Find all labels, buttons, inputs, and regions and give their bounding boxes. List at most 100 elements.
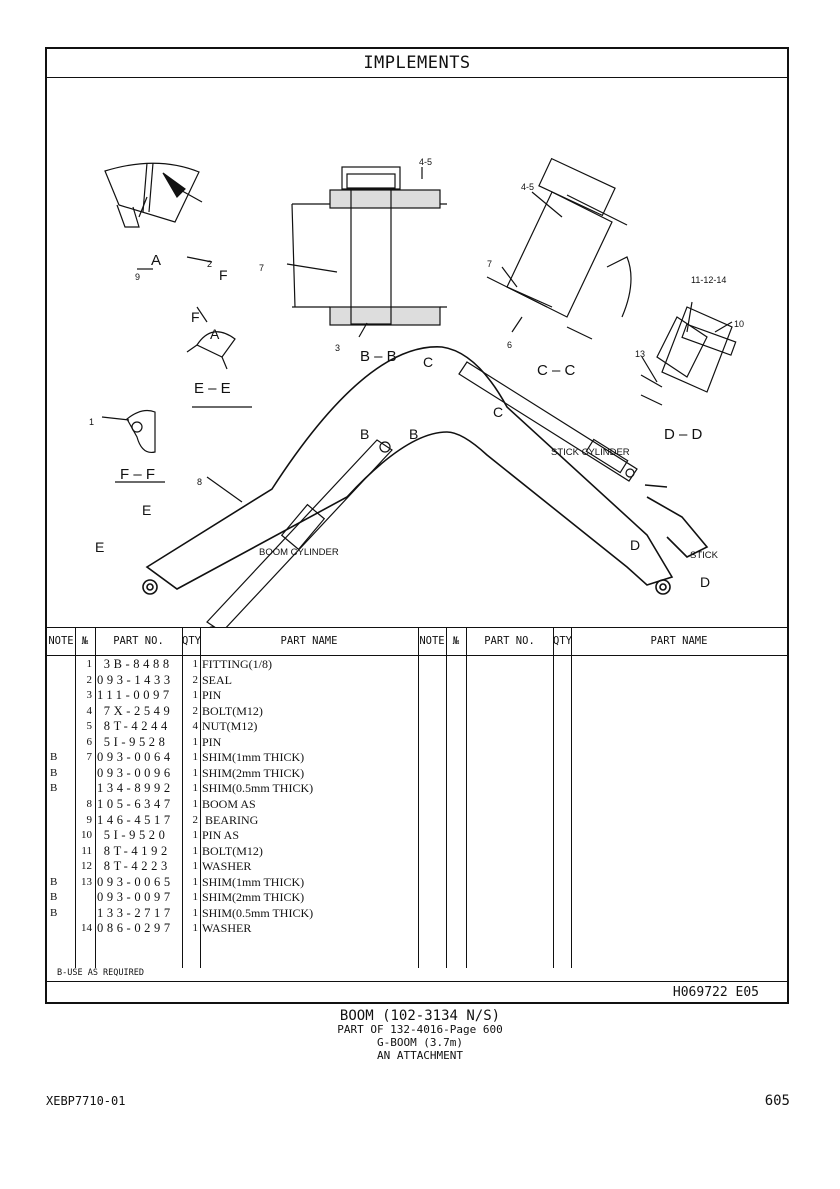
col-header-no-right: № (446, 628, 466, 656)
footnote: B-USE AS REQUIRED (57, 968, 144, 978)
section-b-label-2: B (409, 426, 418, 442)
row-note: B (50, 766, 58, 779)
boom-body (142, 346, 709, 595)
row-item-number: 5 (86, 720, 93, 733)
boom-cylinder-label: BOOM CYLINDER (259, 547, 339, 558)
row-item-number: 14 (81, 922, 92, 935)
row-part-name: PIN (202, 688, 222, 703)
callout-4-5-c: 4-5 (521, 182, 534, 192)
row-part-name: SHIM(2mm THICK) (202, 890, 305, 905)
row-item-number: 4 (86, 704, 93, 717)
section-c-label-1: C (423, 354, 433, 370)
row-quantity: 2 (192, 813, 199, 826)
row-part-name: WASHER (202, 859, 252, 874)
row-part-name: BOLT(M12) (202, 843, 263, 858)
boom-cylinder-drawing (206, 439, 393, 627)
row-quantity: 2 (192, 704, 199, 717)
row-quantity: 1 (192, 766, 199, 779)
row-quantity: 1 (192, 922, 199, 935)
row-quantity: 1 (192, 906, 199, 919)
row-part-number: 5I-9528 (97, 734, 169, 749)
row-part-name: PIN AS (202, 828, 240, 843)
row-item-number: 9 (86, 813, 93, 826)
diagram-svg: A B – B C – C D – D E – E F – F 1 2 3 4-… (89, 157, 744, 627)
detail-bb-drawing (291, 166, 447, 326)
section-c-label-2: C (493, 404, 503, 420)
col-rule (95, 628, 96, 968)
row-part-number: 5I-9520 (97, 828, 169, 843)
row-quantity: 1 (192, 860, 199, 873)
stick-label: STICK (690, 550, 719, 561)
caption-attachment: AN ATTACHMENT (376, 1049, 464, 1062)
detail-bb-label: B – B (360, 348, 397, 365)
row-quantity: 1 (192, 844, 199, 857)
row-part-number: 7X-2549 (97, 703, 174, 718)
row-part-name: SHIM(1mm THICK) (202, 874, 305, 889)
row-part-number: 105-6347 (97, 796, 174, 811)
row-quantity: 1 (192, 782, 199, 795)
row-part-number: 3B-8488 (97, 657, 173, 671)
row-quantity: 4 (192, 720, 199, 733)
col-rule (571, 628, 572, 968)
row-quantity: 1 (192, 735, 199, 748)
row-part-name: SHIM(2mm THICK) (202, 765, 305, 780)
section-d-label-2: D (700, 574, 710, 590)
callout-4-5-b: 4-5 (419, 157, 432, 167)
header-divider (47, 655, 787, 656)
col-header-note-left: NOTE (47, 628, 75, 656)
callout-1: 1 (89, 417, 94, 427)
stick-cylinder-label: STICK CYLINDER (551, 447, 630, 458)
row-part-name: SEAL (202, 672, 232, 687)
row-part-number: 093-0097 (97, 890, 174, 905)
row-part-number: 111-0097 (97, 688, 173, 703)
section-b-label-1: B (360, 426, 369, 442)
section-f-label-1: F (219, 267, 228, 283)
section-d-label-1: D (630, 537, 640, 553)
col-rule (75, 628, 76, 968)
detail-a-label: A (151, 252, 161, 269)
row-item-number: 12 (81, 860, 92, 873)
row-part-number: 146-4517 (97, 812, 174, 827)
callout-2: 2 (207, 259, 212, 269)
row-item-number: 8 (86, 797, 93, 810)
row-part-name: SHIM(1mm THICK) (202, 750, 305, 765)
row-part-name: BOLT(M12) (202, 703, 263, 718)
col-header-qty-right: QTY (553, 628, 572, 656)
caption-part-of: PART OF 132-4016-Page 600 (337, 1023, 503, 1036)
parts-table: NOTE № PART NO. QTY PART NAME NOTE № PAR… (47, 627, 787, 1004)
detail-dd-drawing (640, 306, 737, 406)
col-header-note-right: NOTE (418, 628, 446, 656)
row-item-number: 13 (81, 875, 92, 888)
detail-cc-label: C – C (537, 362, 576, 379)
row-note: B (50, 906, 58, 919)
detail-ff-label: F – F (120, 466, 155, 483)
col-header-partno-left: PART NO. (95, 628, 182, 656)
row-part-number: 8T-4192 (97, 843, 171, 858)
col-header-no-left: № (75, 628, 95, 656)
row-note: B (50, 875, 58, 888)
detail-a-drawing (104, 162, 203, 228)
boom-exploded-diagram: A B – B C – C D – D E – E F – F 1 2 3 4-… (47, 77, 787, 627)
row-part-number: 134-8992 (97, 781, 174, 796)
callout-9: 9 (135, 272, 140, 282)
drawing-reference: H069722 E05 (672, 985, 759, 1000)
col-header-partno-right: PART NO. (466, 628, 553, 656)
document-id: XEBP7710-01 (46, 1094, 126, 1108)
detail-ff-drawing (126, 409, 156, 454)
row-item-number: 11 (81, 844, 92, 857)
row-quantity: 1 (192, 689, 199, 702)
col-header-qty-left: QTY (182, 628, 201, 656)
detail-cc-drawing (486, 157, 632, 340)
section-e-label-2: E (95, 539, 104, 555)
